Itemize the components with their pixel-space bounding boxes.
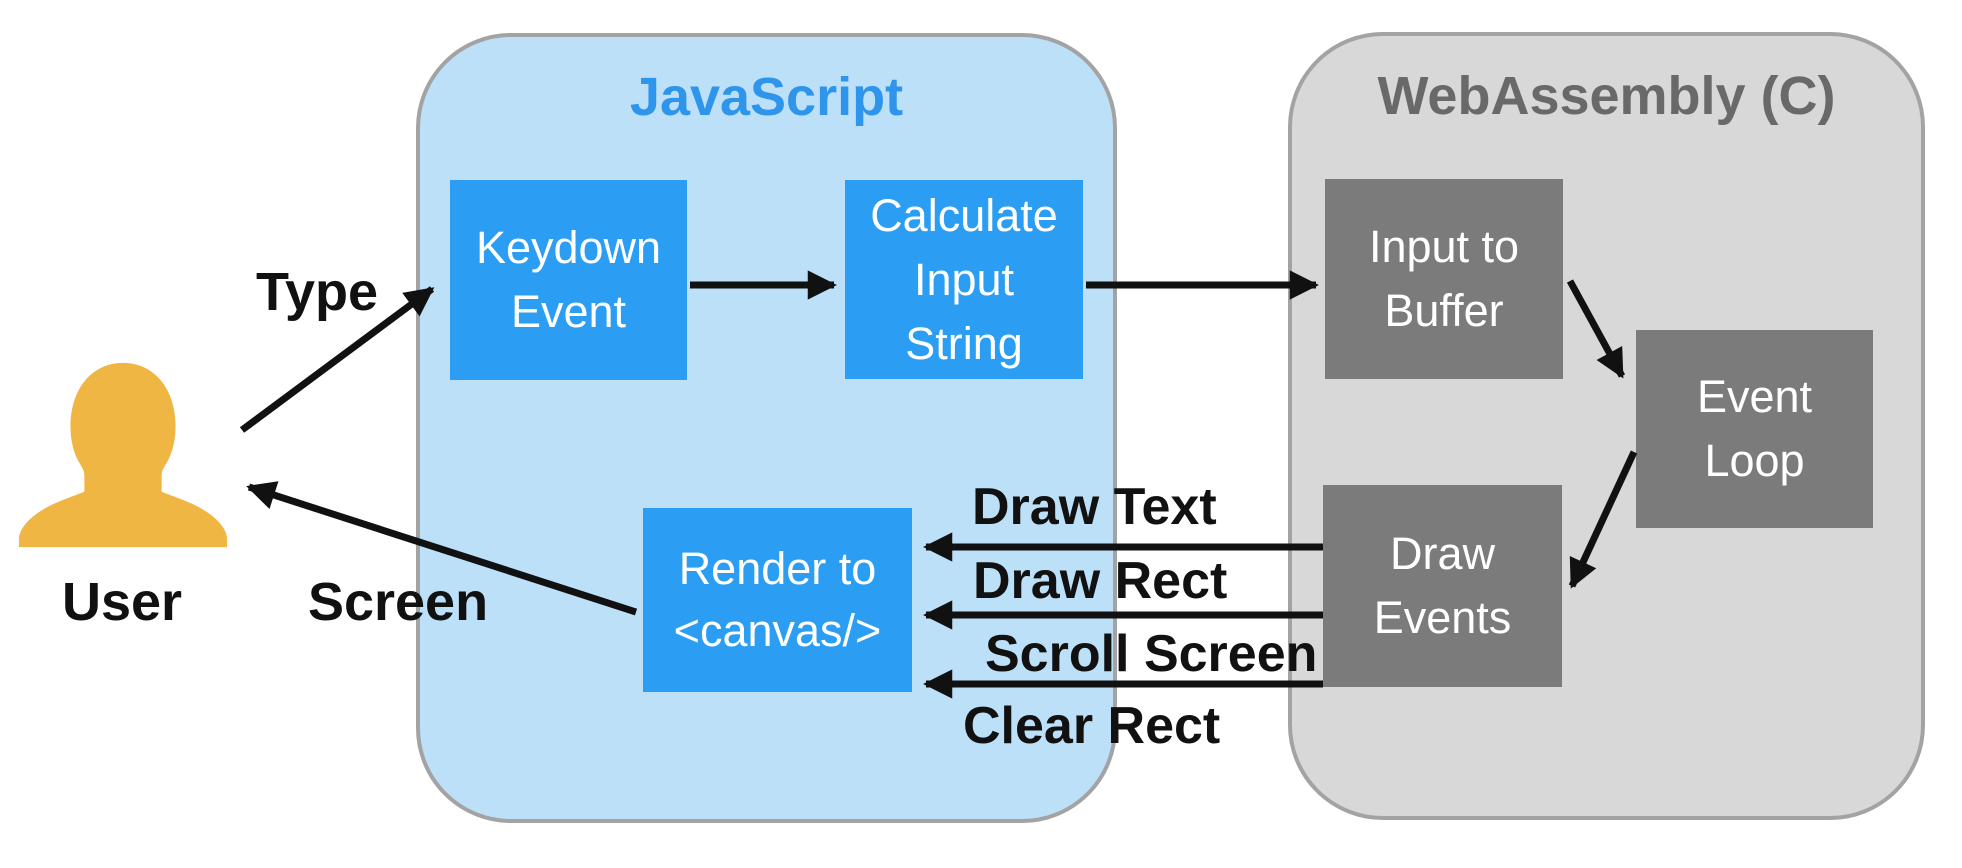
render-to-canvas-node: Render to <canvas/> (643, 508, 912, 692)
event-loop-node: Event Loop (1636, 330, 1873, 528)
draw-text-edge-label: Draw Text (972, 478, 1217, 536)
webassembly-container-title: WebAssembly (C) (1377, 66, 1836, 126)
scroll-screen-edge-label: Scroll Screen (985, 625, 1318, 683)
input-to-buffer-node: Input to Buffer (1325, 179, 1563, 379)
draw-events-node: Draw Events (1323, 485, 1562, 687)
user-actor (14, 358, 232, 548)
javascript-container-title: JavaScript (629, 67, 904, 127)
person-bust-icon-shape (18, 362, 228, 548)
draw-rect-edge-label: Draw Rect (973, 552, 1228, 610)
clear-rect-edge-label: Clear Rect (963, 697, 1221, 755)
calculate-input-string-node: Calculate Input String (845, 180, 1083, 379)
user-label: User (61, 572, 183, 632)
screen-edge-label: Screen (307, 572, 489, 632)
type-edge-label: Type (255, 262, 379, 322)
keydown-event-node: Keydown Event (450, 180, 687, 380)
person-bust-icon (18, 362, 228, 548)
